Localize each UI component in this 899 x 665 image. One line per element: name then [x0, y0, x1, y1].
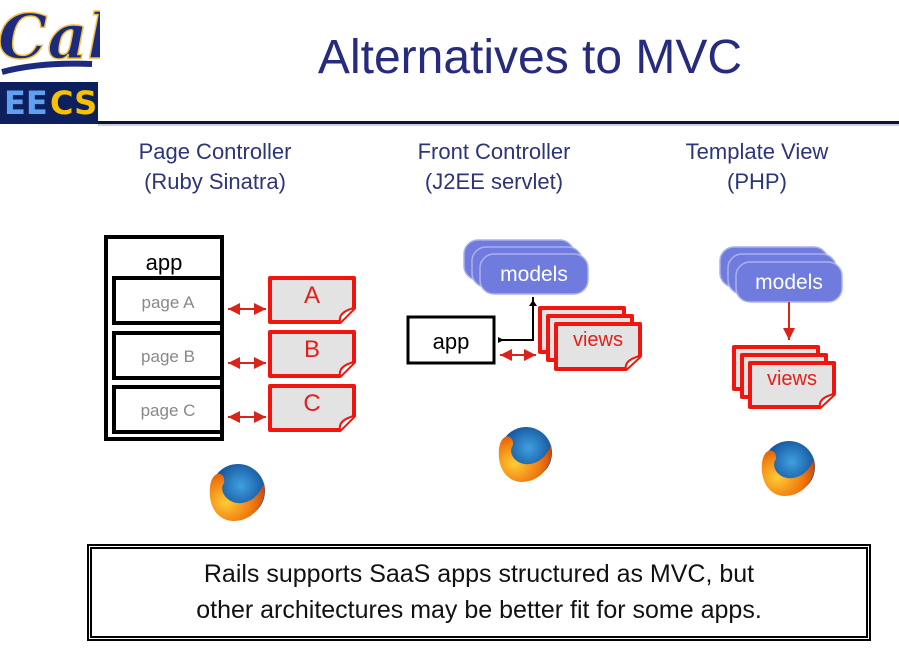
column-heading-template-view: Template View (PHP)	[637, 137, 877, 197]
column-heading: Front Controller	[417, 139, 571, 164]
page-a-label: page A	[142, 293, 196, 312]
view-c-document: C	[268, 384, 356, 432]
views-stack: views	[538, 306, 642, 371]
page-c-box: page C	[112, 385, 224, 434]
arrow-app-models	[498, 297, 534, 341]
app-box	[406, 315, 496, 365]
column-subheading: (PHP)	[727, 169, 787, 194]
column-subheading: (J2EE servlet)	[424, 169, 564, 194]
view-b-label: B	[304, 336, 320, 363]
firefox-icon	[209, 464, 265, 521]
app-label: app	[433, 329, 470, 354]
models-label: models	[755, 271, 823, 294]
view-a-label: A	[304, 282, 320, 309]
firefox-icon	[498, 427, 552, 482]
template-view-diagram: models views	[719, 246, 843, 496]
title-divider	[98, 121, 899, 124]
column-heading: Template View	[685, 139, 829, 164]
app-label: app	[146, 250, 183, 275]
page-a-box: page A	[112, 276, 224, 325]
firefox-icon	[761, 441, 815, 496]
models-stack: models	[719, 246, 843, 303]
footer-note-box: Rails supports SaaS apps structured as M…	[90, 547, 868, 638]
title-divider-shadow	[98, 124, 899, 126]
eecs-logo: EE CS	[0, 82, 98, 124]
footer-note-line2: other architectures may be better fit fo…	[196, 596, 762, 624]
cal-logo: Cal	[0, 0, 112, 80]
eecs-logo-ee: EE	[4, 84, 48, 122]
page-b-box: page B	[112, 331, 224, 380]
page-c-label: page C	[141, 401, 196, 420]
cal-logo-text: Cal	[0, 0, 100, 73]
views-stack: views	[732, 345, 836, 409]
models-label: models	[500, 263, 568, 286]
footer-note-line1: Rails supports SaaS apps structured as M…	[203, 560, 755, 588]
models-stack: models	[463, 239, 589, 295]
eecs-logo-cs: CS	[50, 84, 98, 122]
views-label: views	[767, 368, 817, 390]
page-b-label: page B	[141, 347, 195, 366]
page-controller-diagram: app page A page B page C A B	[104, 235, 356, 521]
view-c-label: C	[303, 390, 320, 417]
column-heading-front-controller: Front Controller (J2EE servlet)	[374, 137, 614, 197]
view-a-document: A	[268, 276, 356, 324]
column-heading-page-controller: Page Controller (Ruby Sinatra)	[95, 137, 335, 197]
column-heading: Page Controller	[138, 139, 292, 164]
view-b-document: B	[268, 330, 356, 378]
views-label: views	[573, 329, 623, 351]
slide-title: Alternatives to MVC	[317, 31, 743, 84]
front-controller-diagram: models app views	[406, 239, 642, 482]
column-subheading: (Ruby Sinatra)	[144, 169, 286, 194]
